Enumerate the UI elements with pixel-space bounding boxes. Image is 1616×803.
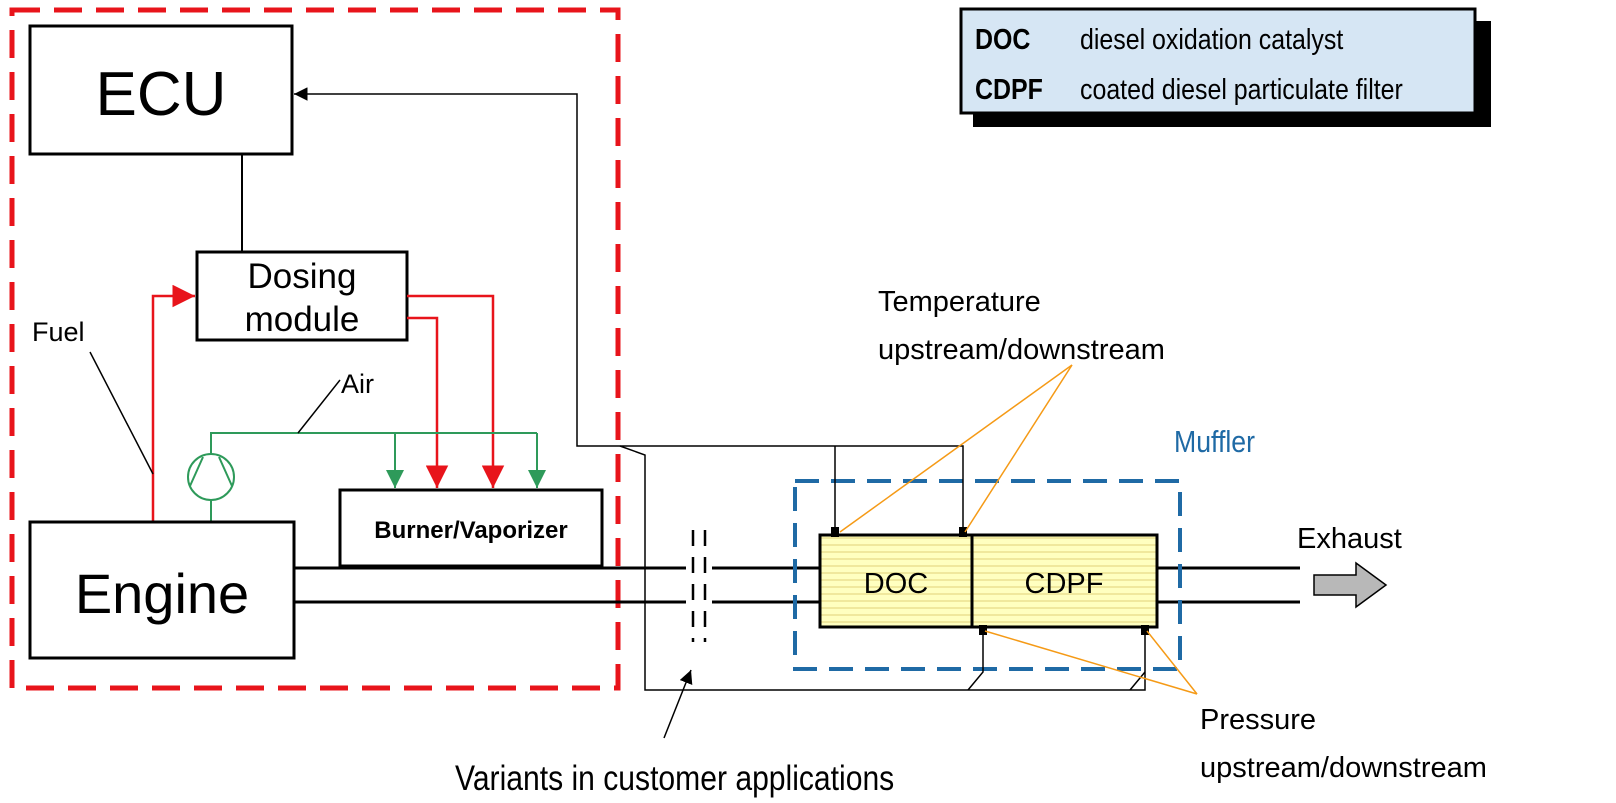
pipe-break-indicator	[686, 530, 712, 642]
air-pump-icon	[187, 453, 235, 501]
ecu-label: ECU	[96, 60, 227, 129]
legend: DOC diesel oxidation catalyst CDPF coate…	[959, 7, 1491, 127]
muffler-boundary	[793, 479, 1182, 671]
dosing-module-label-1: Dosing	[248, 257, 357, 296]
fuel-supply-line	[151, 284, 195, 522]
burner-vaporizer-block[interactable]	[338, 488, 604, 568]
dosing-output-2	[407, 294, 505, 488]
pressure-sensor-upstream-wire	[967, 627, 984, 691]
dosing-output-1	[407, 316, 449, 488]
air-header-line	[210, 432, 537, 454]
legend-abbr-doc: DOC	[975, 23, 1030, 55]
engine-block[interactable]	[28, 520, 296, 660]
variants-label: Variants in customer applications	[455, 758, 894, 798]
engine-label: Engine	[75, 562, 249, 625]
sensor-signal-line-to-ecu	[294, 87, 964, 535]
doc-block[interactable]	[818, 533, 974, 629]
pressure-label-1: Pressure	[1200, 704, 1316, 736]
air-label: Air	[341, 369, 374, 399]
exhaust-label: Exhaust	[1297, 523, 1402, 555]
pressure-leader-1	[984, 630, 1198, 695]
temp-sensor-upstream	[831, 527, 839, 537]
pressure-label-2: upstream/downstream	[1200, 752, 1487, 784]
temperature-leader-1	[839, 364, 1073, 533]
pressure-sensor-downstream-wire	[1129, 671, 1146, 691]
air-leader	[297, 379, 341, 434]
temperature-label-1: Temperature	[878, 286, 1041, 318]
pressure-leader-2	[1146, 630, 1198, 695]
legend-box	[959, 7, 1477, 115]
temperature-leader-2	[964, 364, 1073, 533]
system-boundary	[9, 7, 621, 691]
cdpf-label: CDPF	[1025, 568, 1104, 600]
temp-sensor-downstream	[959, 527, 967, 537]
legend-desc-doc: diesel oxidation catalyst	[1080, 23, 1344, 55]
doc-label: DOC	[864, 568, 928, 600]
fuel-label: Fuel	[32, 317, 85, 347]
pressure-sensor-downstream	[1141, 625, 1149, 635]
legend-desc-cdpf: coated diesel particulate filter	[1080, 73, 1403, 105]
exhaust-outlet-arrow-icon	[1313, 561, 1388, 609]
variants-leader[interactable]	[663, 669, 693, 739]
legend-abbr-cdpf: CDPF	[975, 73, 1043, 105]
muffler-label: Muffler	[1174, 425, 1255, 459]
ecu-block[interactable]	[28, 24, 294, 156]
cdpf-block[interactable]	[970, 533, 1159, 629]
dosing-module-block[interactable]	[195, 250, 409, 342]
fuel-leader	[89, 351, 154, 475]
burner-vaporizer-label: Burner/Vaporizer	[374, 517, 567, 544]
dosing-module-label-2: module	[245, 300, 360, 339]
pressure-sensor-wire	[619, 445, 1146, 691]
temperature-label-2: upstream/downstream	[878, 334, 1165, 366]
pressure-sensor-upstream	[979, 625, 987, 635]
